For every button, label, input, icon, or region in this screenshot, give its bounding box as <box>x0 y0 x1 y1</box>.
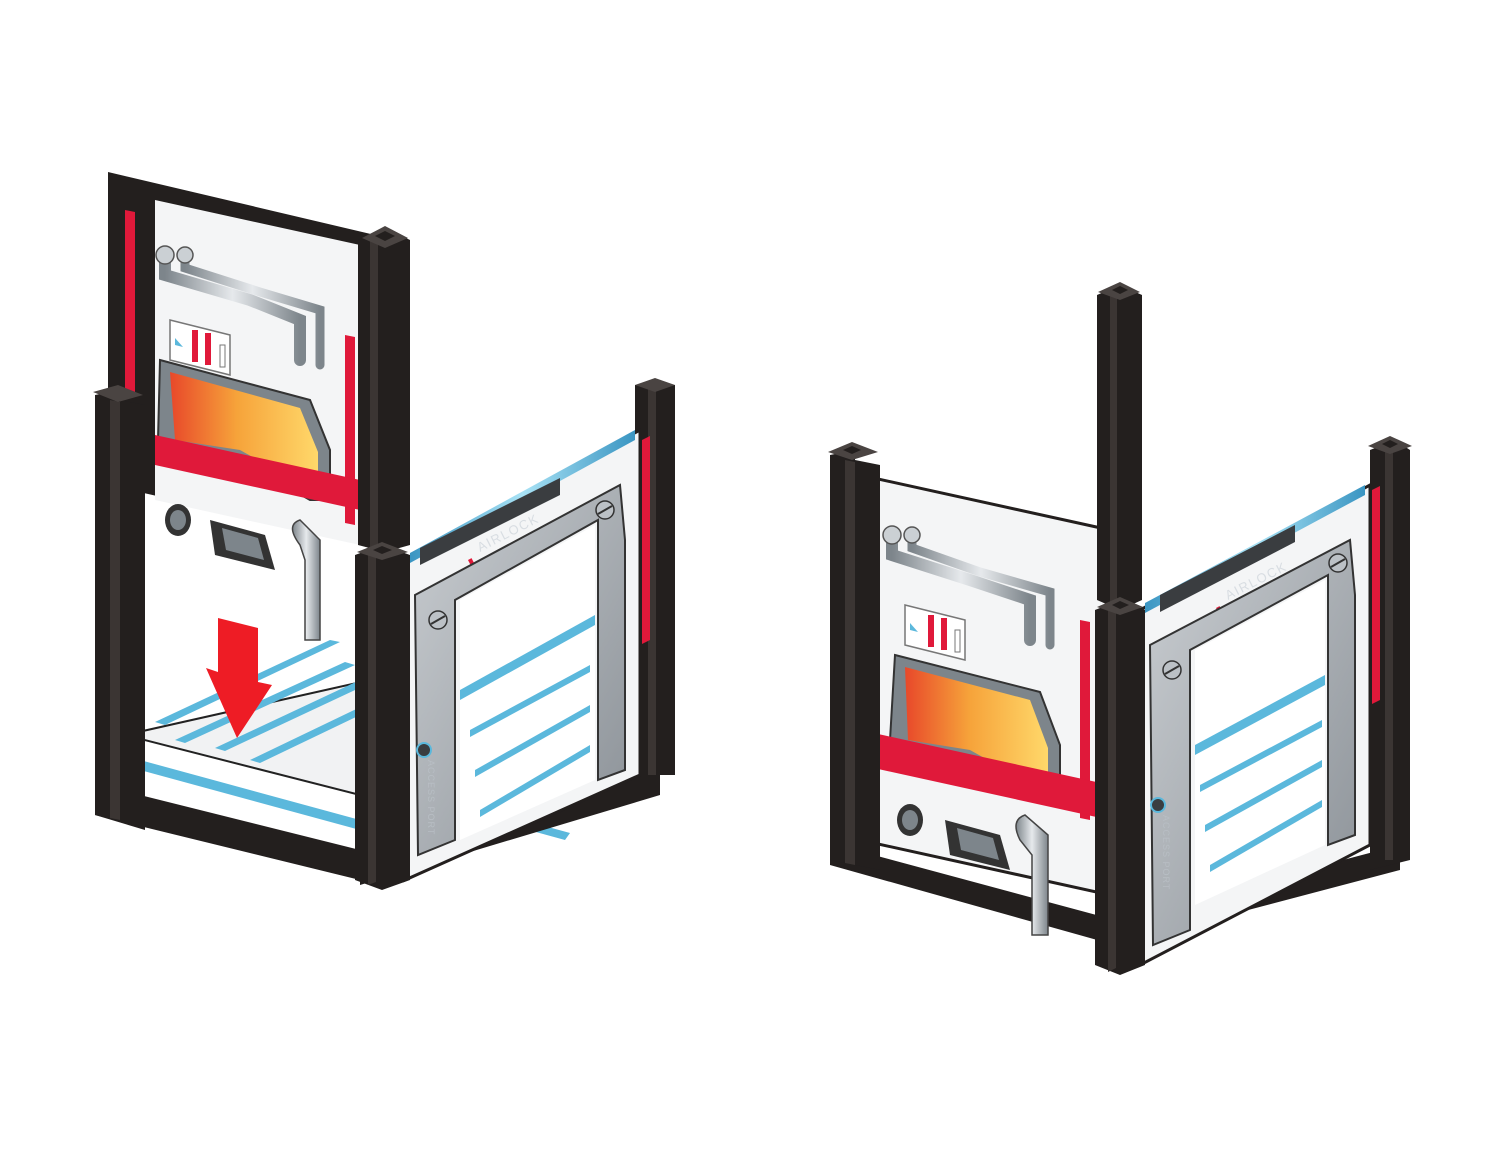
access-port-label: ACCESS PORT <box>1161 815 1171 890</box>
right-assembly: AIRLOCK ACCESS PORT <box>828 282 1412 975</box>
pipe-icon <box>291 519 321 641</box>
down-arrow-icon <box>206 618 272 738</box>
access-port-label: ACCESS PORT <box>426 760 436 835</box>
left-airlock-wall: AIRLOCK <box>403 427 650 883</box>
right-front-post: ACCESS PORT <box>1095 597 1171 975</box>
right-machine-wall <box>858 473 1112 936</box>
left-front-post: ACCESS PORT <box>355 542 436 890</box>
left-machine-wall <box>108 172 375 641</box>
right-tall-post <box>1097 282 1142 610</box>
left-tall-post <box>358 226 410 552</box>
left-assembly: AIRLOCK ACCESS PORT <box>93 172 675 890</box>
port-icon <box>416 742 432 758</box>
right-airlock-wall: AIRLOCK <box>1138 482 1380 968</box>
